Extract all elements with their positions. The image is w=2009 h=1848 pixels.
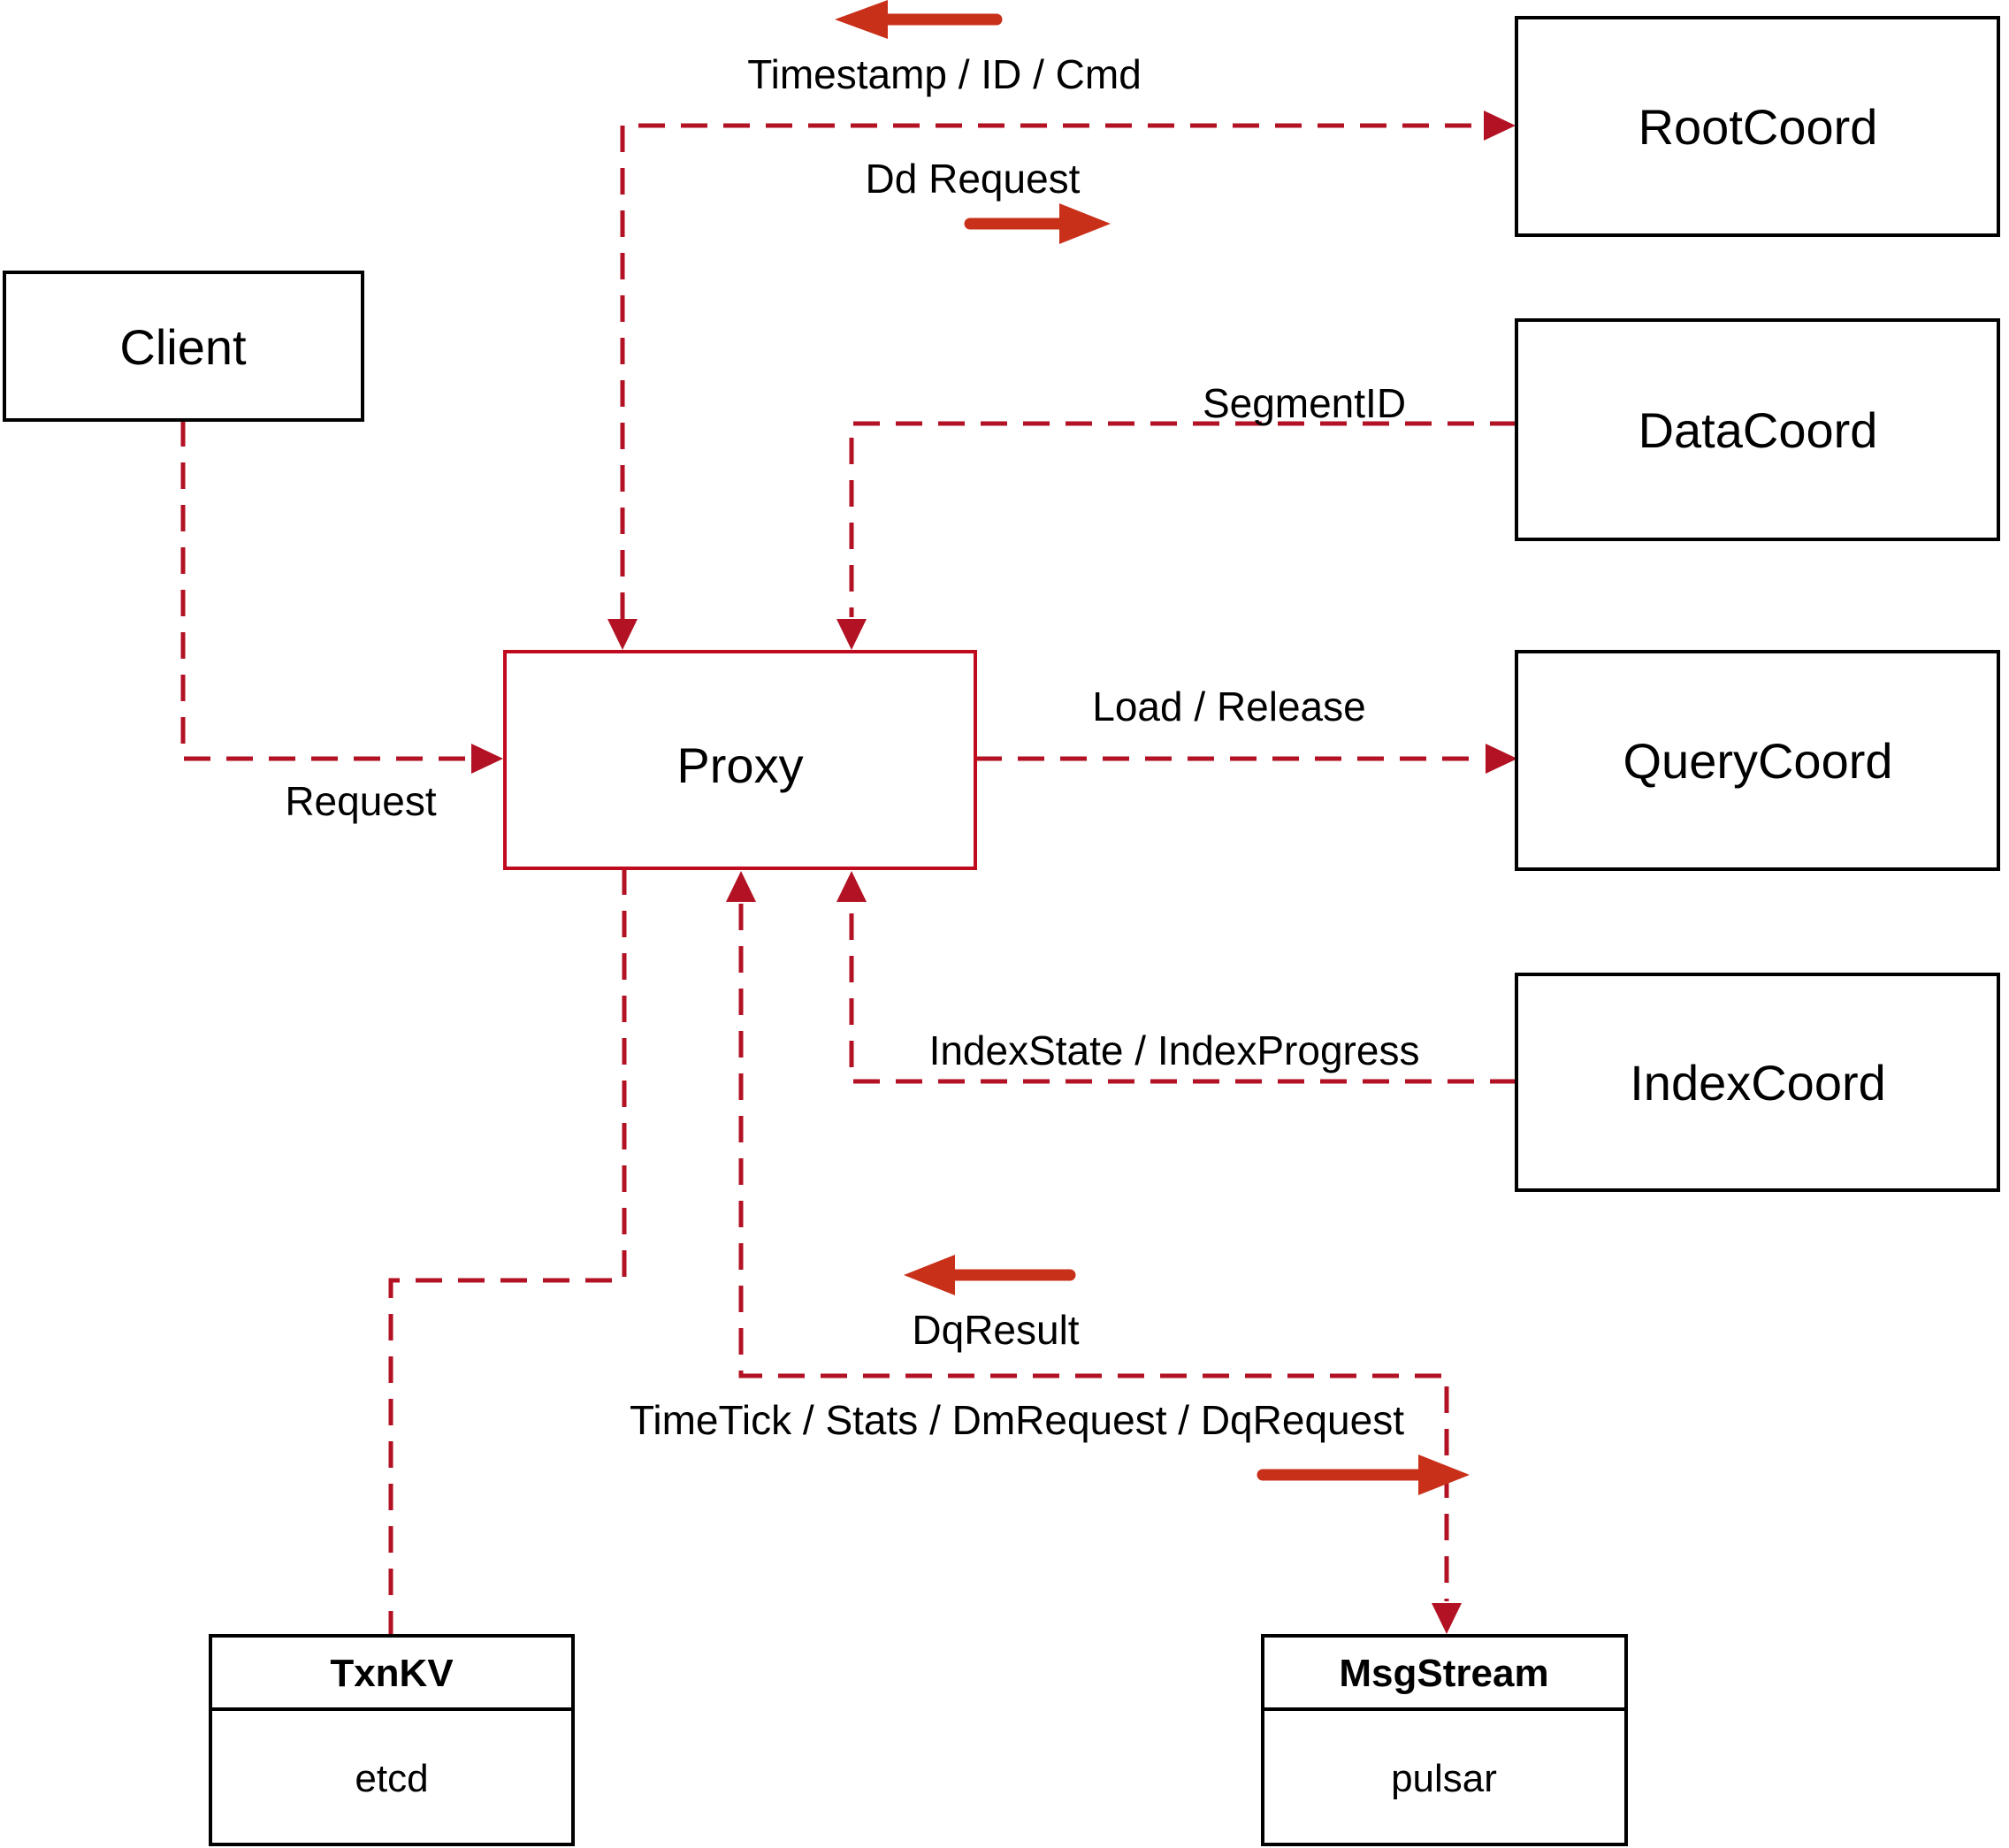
proxy-label: Proxy <box>676 737 803 793</box>
client-box <box>3 271 364 422</box>
edge-label-timestamp: Timestamp / ID / Cmd <box>747 51 1142 97</box>
edge-label-time-tick: TimeTick / Stats / DmRequest / DqRequest <box>630 1397 1404 1443</box>
proxy-box <box>503 650 977 870</box>
datacoord-box <box>1515 318 2000 541</box>
querycoord-label: QueryCoord <box>1623 733 1892 789</box>
node-datacoord: DataCoord <box>1515 318 2000 541</box>
datacoord-label: DataCoord <box>1639 402 1878 458</box>
edge-datacoord-proxy <box>849 421 1516 617</box>
edge-client-proxy <box>180 420 470 761</box>
edge-proxy-rootcoord <box>620 123 1482 619</box>
client-label: Client <box>119 319 247 375</box>
edge-indexcoord-proxy <box>849 904 1516 1084</box>
indexcoord-box <box>1515 973 2000 1192</box>
arrowhead-into-querycoord <box>1486 744 1517 774</box>
edge-label-index-state: IndexState / IndexProgress <box>929 1027 1420 1073</box>
node-indexcoord: IndexCoord <box>1515 973 2000 1192</box>
rootcoord-label: RootCoord <box>1639 99 1878 155</box>
node-proxy: Proxy <box>503 650 977 870</box>
msgstream-box <box>1261 1634 1628 1846</box>
direction-arrows <box>835 0 1470 1495</box>
edge-label-request: Request <box>285 778 437 824</box>
arrowhead-into-proxy-left <box>471 744 503 774</box>
dq-result-left-arrow-head <box>904 1255 955 1295</box>
arrowhead-into-proxy-bottom-left <box>726 871 756 902</box>
node-msgstream: MsgStream pulsar <box>1261 1634 1628 1846</box>
edges <box>180 111 1517 1634</box>
node-rootcoord: RootCoord <box>1515 16 2000 237</box>
txnkv-subtitle: etcd <box>355 1757 428 1800</box>
edge-label-segment-id: SegmentID <box>1203 380 1406 426</box>
edge-label-dq-result: DqResult <box>912 1307 1079 1353</box>
arrowhead-into-msgstream <box>1432 1603 1462 1634</box>
time-tick-right-arrow-head <box>1418 1455 1470 1495</box>
arrowhead-into-rootcoord <box>1484 111 1516 141</box>
arrowhead-into-proxy-top-left <box>607 619 638 650</box>
msgstream-subtitle: pulsar <box>1391 1757 1497 1800</box>
edge-proxy-txnkv <box>388 868 627 1634</box>
indexcoord-label: IndexCoord <box>1630 1055 1886 1111</box>
edge-label-load-release: Load / Release <box>1092 683 1365 729</box>
node-client: Client <box>3 271 364 422</box>
txnkv-title: TxnKV <box>330 1652 454 1695</box>
arrowhead-into-proxy-top-right <box>836 619 867 650</box>
edge-proxy-msgstream <box>738 904 1449 1601</box>
dd-request-right-arrow-head <box>1059 203 1111 244</box>
node-querycoord: QueryCoord <box>1515 650 2000 871</box>
node-txnkv: TxnKV etcd <box>209 1634 575 1846</box>
querycoord-box <box>1515 650 2000 871</box>
txnkv-box <box>209 1634 575 1846</box>
rootcoord-box <box>1515 16 2000 237</box>
arrowhead-into-proxy-bottom-right <box>836 871 867 902</box>
edge-label-dd-request: Dd Request <box>866 156 1081 202</box>
edge-labels: Timestamp / ID / Cmd Dd Request SegmentI… <box>285 51 1419 1443</box>
msgstream-title: MsgStream <box>1339 1652 1548 1695</box>
timestamp-left-arrow-head <box>835 0 888 39</box>
